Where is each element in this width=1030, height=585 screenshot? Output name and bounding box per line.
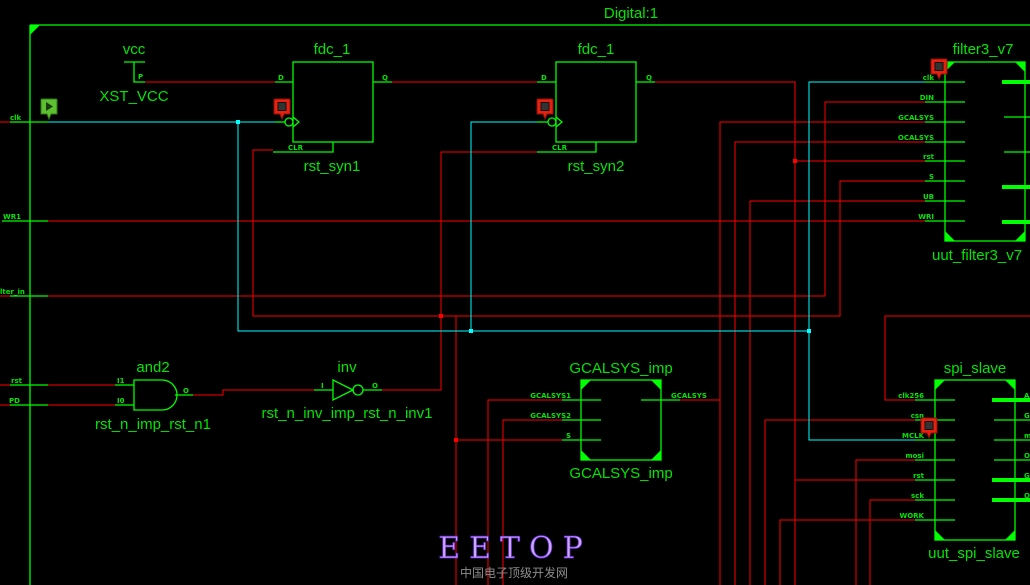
inverter[interactable]: I O inv rst_n_inv_imp_rst_n_inv1 — [262, 359, 433, 422]
fdc-rst-syn2[interactable]: D Q CLR fdc_1 rst_syn2 — [537, 41, 655, 175]
instance-name: rst_n_inv_imp_rst_n_inv1 — [262, 405, 433, 422]
port-label: clk — [10, 114, 22, 122]
port-label: WR1 — [3, 213, 21, 221]
component-type: fdc_1 — [314, 41, 351, 58]
port-clk[interactable]: clk — [0, 114, 48, 123]
instance-name: GCALSYS_imp — [569, 465, 672, 482]
component-type: vcc — [123, 41, 146, 58]
pin-label: CLR — [288, 144, 304, 152]
pin-label: D — [541, 74, 547, 82]
port-filter-in[interactable]: lter_in — [0, 288, 48, 297]
port-label: PD — [9, 397, 20, 405]
component-type: fdc_1 — [578, 41, 615, 58]
pin-label: S — [929, 173, 934, 181]
pin-label: GCALSYS1 — [530, 392, 571, 400]
pin-label: I0 — [117, 397, 125, 405]
component-type: and2 — [136, 359, 169, 376]
pin-label: WRI — [918, 213, 934, 221]
pin-label: csn — [911, 412, 924, 420]
pin-label: Q — [646, 74, 652, 82]
instance-name: rst_n_imp_rst_n1 — [95, 416, 211, 433]
pin-label: clk — [923, 74, 935, 82]
pin-label: DIN — [920, 94, 934, 102]
pin-label: Q — [382, 74, 388, 82]
pin-label: GCALSYS — [898, 114, 934, 122]
red-probe-marker-icon[interactable] — [920, 417, 938, 440]
component-type: filter3_v7 — [953, 41, 1014, 58]
port-label: rst — [11, 377, 23, 385]
red-probe-marker-icon[interactable] — [930, 58, 948, 81]
pin-label: UB — [923, 193, 934, 201]
pin-label: MCLK — [902, 432, 925, 440]
pin-label: O — [372, 382, 378, 390]
filter3-v7-block[interactable]: clk DIN GCALSYS OCALSYS rst S UB WRI fil… — [898, 41, 1030, 264]
port-pd[interactable]: PD — [0, 397, 48, 406]
pin-label: CLR — [552, 144, 568, 152]
pin-label: D — [278, 74, 284, 82]
instance-name: uut_spi_slave — [928, 545, 1020, 562]
sheet-title: Digital:1 — [604, 5, 658, 22]
instance-name: rst_syn1 — [304, 158, 361, 175]
red-probe-marker-icon[interactable] — [273, 98, 291, 121]
pin-label: A — [1024, 392, 1030, 400]
pin-label: I — [321, 382, 324, 390]
instance-name: XST_VCC — [99, 88, 168, 105]
pin-label: S — [566, 432, 571, 440]
red-probe-marker-icon[interactable] — [536, 98, 554, 121]
pin-label: I1 — [117, 377, 125, 385]
pin-label: O — [1024, 452, 1030, 460]
port-rst[interactable]: rst — [0, 377, 48, 386]
pin-label: WORK — [900, 512, 925, 520]
watermark-subtitle: 中国电子顶级开发网 — [460, 565, 568, 580]
watermark-logo: EETOP — [438, 531, 592, 566]
vcc-symbol[interactable]: P vcc XST_VCC — [99, 41, 168, 105]
pin-label: P — [138, 73, 143, 81]
pin-label: m — [1024, 432, 1030, 440]
component-type: GCALSYS_imp — [569, 360, 672, 377]
instance-name: rst_syn2 — [568, 158, 625, 175]
pin-label: rst — [913, 472, 925, 480]
pin-label: sck — [911, 492, 924, 500]
pin-label: G — [1024, 472, 1030, 480]
gcalsys-imp-block[interactable]: GCALSYS1 GCALSYS2 S GCALSYS GCALSYS_imp … — [530, 360, 707, 482]
port-label: lter_in — [0, 288, 25, 296]
sheet-frame — [29, 24, 1030, 585]
and2-gate[interactable]: I1 I0 O and2 rst_n_imp_rst_n1 — [95, 359, 211, 433]
pin-label: G — [1024, 412, 1030, 420]
pin-label: mosi — [905, 452, 924, 460]
pin-label: O — [1024, 492, 1030, 500]
clock-net[interactable] — [48, 81, 925, 441]
pin-label: clk256 — [898, 392, 924, 400]
spi-slave-block[interactable]: clk256 csn MCLK mosi rst sck WORK A G m … — [898, 360, 1030, 562]
pin-label: GCALSYS2 — [530, 412, 571, 420]
fdc-rst-syn1[interactable]: D Q CLR fdc_1 rst_syn1 — [273, 41, 392, 175]
port-wr1[interactable]: WR1 — [2, 213, 48, 222]
green-start-marker-icon[interactable] — [40, 98, 58, 121]
pin-label: O — [183, 387, 189, 395]
component-type: spi_slave — [944, 360, 1007, 377]
nets[interactable] — [48, 81, 1030, 585]
pin-label: rst — [923, 153, 935, 161]
component-type: inv — [337, 359, 357, 376]
pin-label: GCALSYS — [671, 392, 707, 400]
instance-name: uut_filter3_v7 — [932, 247, 1022, 264]
pin-label: OCALSYS — [898, 134, 934, 142]
